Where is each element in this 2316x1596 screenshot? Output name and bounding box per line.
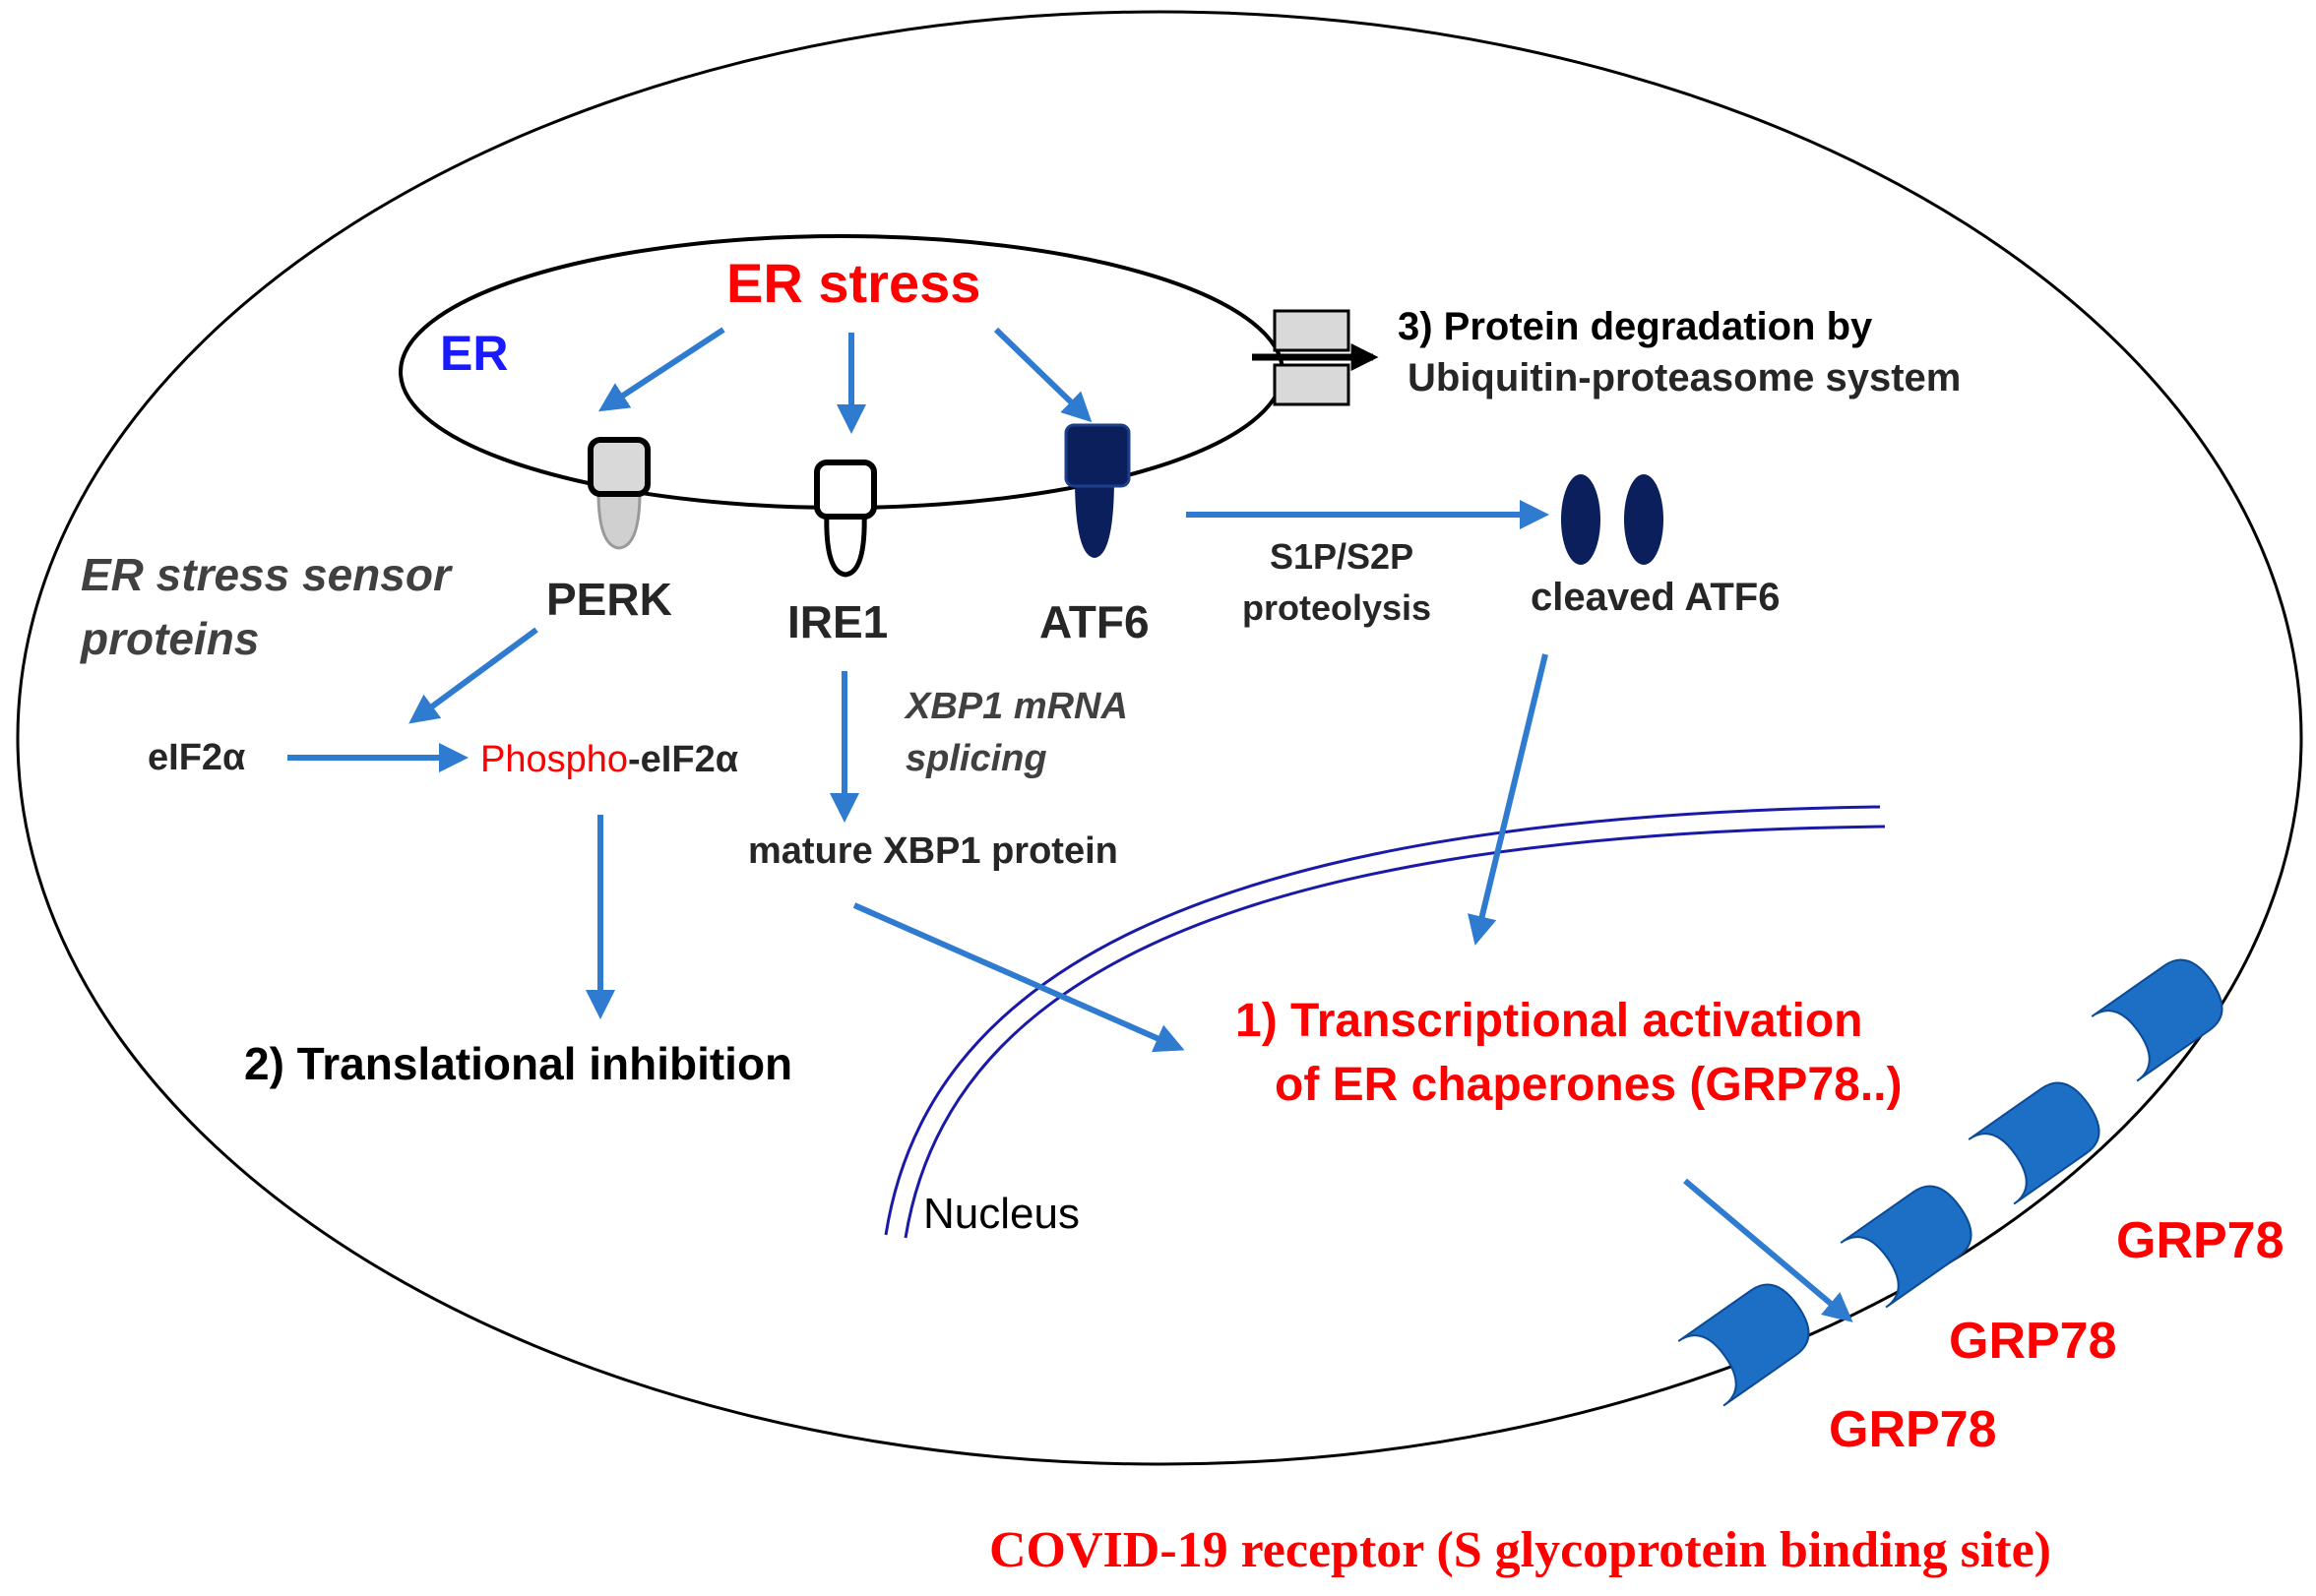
proteolysis-line1: S1P/S2P <box>1270 536 1413 577</box>
translational-label: 2) Translational inhibition <box>244 1038 792 1089</box>
perk-label: PERK <box>546 574 672 625</box>
grp78-receptor-icon <box>1968 1081 2100 1205</box>
nucleus-envelope <box>884 805 1886 1239</box>
transcriptional-line2: of ER chaperones (GRP78..) <box>1275 1059 1902 1111</box>
pathway-arrows <box>287 327 1853 1322</box>
arrow-perk-to-phospho <box>408 627 538 724</box>
phospho-eif2a-label: Phospho-eIF2α <box>480 739 738 780</box>
proteolysis-line2: proteolysis <box>1242 587 1431 628</box>
perk-sensor-icon <box>588 437 651 550</box>
cell-membrane <box>16 10 2303 1466</box>
ire1-sensor-icon <box>814 460 877 578</box>
phospho-suffix: -eIF2α <box>628 739 738 780</box>
atf6-label: ATF6 <box>1039 596 1150 647</box>
arrow-stress-to-atf6 <box>993 327 1093 423</box>
er-stress-label: ER stress <box>726 252 980 314</box>
grp78-receptor-icons <box>1677 958 2223 1407</box>
eif2a-label: eIF2α <box>148 737 245 778</box>
arrow-stress-to-perk <box>597 327 725 412</box>
proteasome-icon <box>1252 309 1379 406</box>
covid-caption: COVID-19 receptor (S glycoprotein bindin… <box>989 1522 2051 1578</box>
er-label: ER <box>440 326 508 381</box>
grp78-label: GRP78 <box>1949 1313 2117 1370</box>
arrow-cleaved-to-transcription <box>1468 653 1548 946</box>
grp78-label: GRP78 <box>2116 1212 2285 1269</box>
cleaved-atf6-icon <box>1561 474 1663 565</box>
phospho-prefix: Phospho <box>480 739 628 780</box>
sensor-caption-line1: ER stress sensor <box>81 549 453 600</box>
cleaved-atf6-label: cleaved ATF6 <box>1531 576 1780 619</box>
grp78-receptor-icon <box>1677 1283 1810 1407</box>
ire1-label: IRE1 <box>787 596 888 647</box>
grp78-receptor-icon <box>2091 958 2223 1082</box>
atf6-sensor-icon <box>1064 423 1131 558</box>
xbp1-splicing-line1: XBP1 mRNA <box>904 686 1128 727</box>
arrow-transcription-to-grp78 <box>1683 1178 1853 1322</box>
nucleus-label: Nucleus <box>923 1190 1080 1238</box>
mature-xbp1-label: mature XBP1 protein <box>748 830 1118 872</box>
grp78-receptor-icon <box>1840 1185 1972 1309</box>
degradation-line2: Ubiquitin-proteasome system <box>1408 356 1961 399</box>
sensor-caption-line2: proteins <box>79 613 259 664</box>
arrow-xbp1-to-transcription <box>852 902 1185 1053</box>
xbp1-splicing-line2: splicing <box>906 738 1047 779</box>
degradation-line1: 3) Protein degradation by <box>1398 305 1873 348</box>
grp78-label: GRP78 <box>1829 1401 1997 1458</box>
transcriptional-line1: 1) Transcriptional activation <box>1235 995 1863 1047</box>
